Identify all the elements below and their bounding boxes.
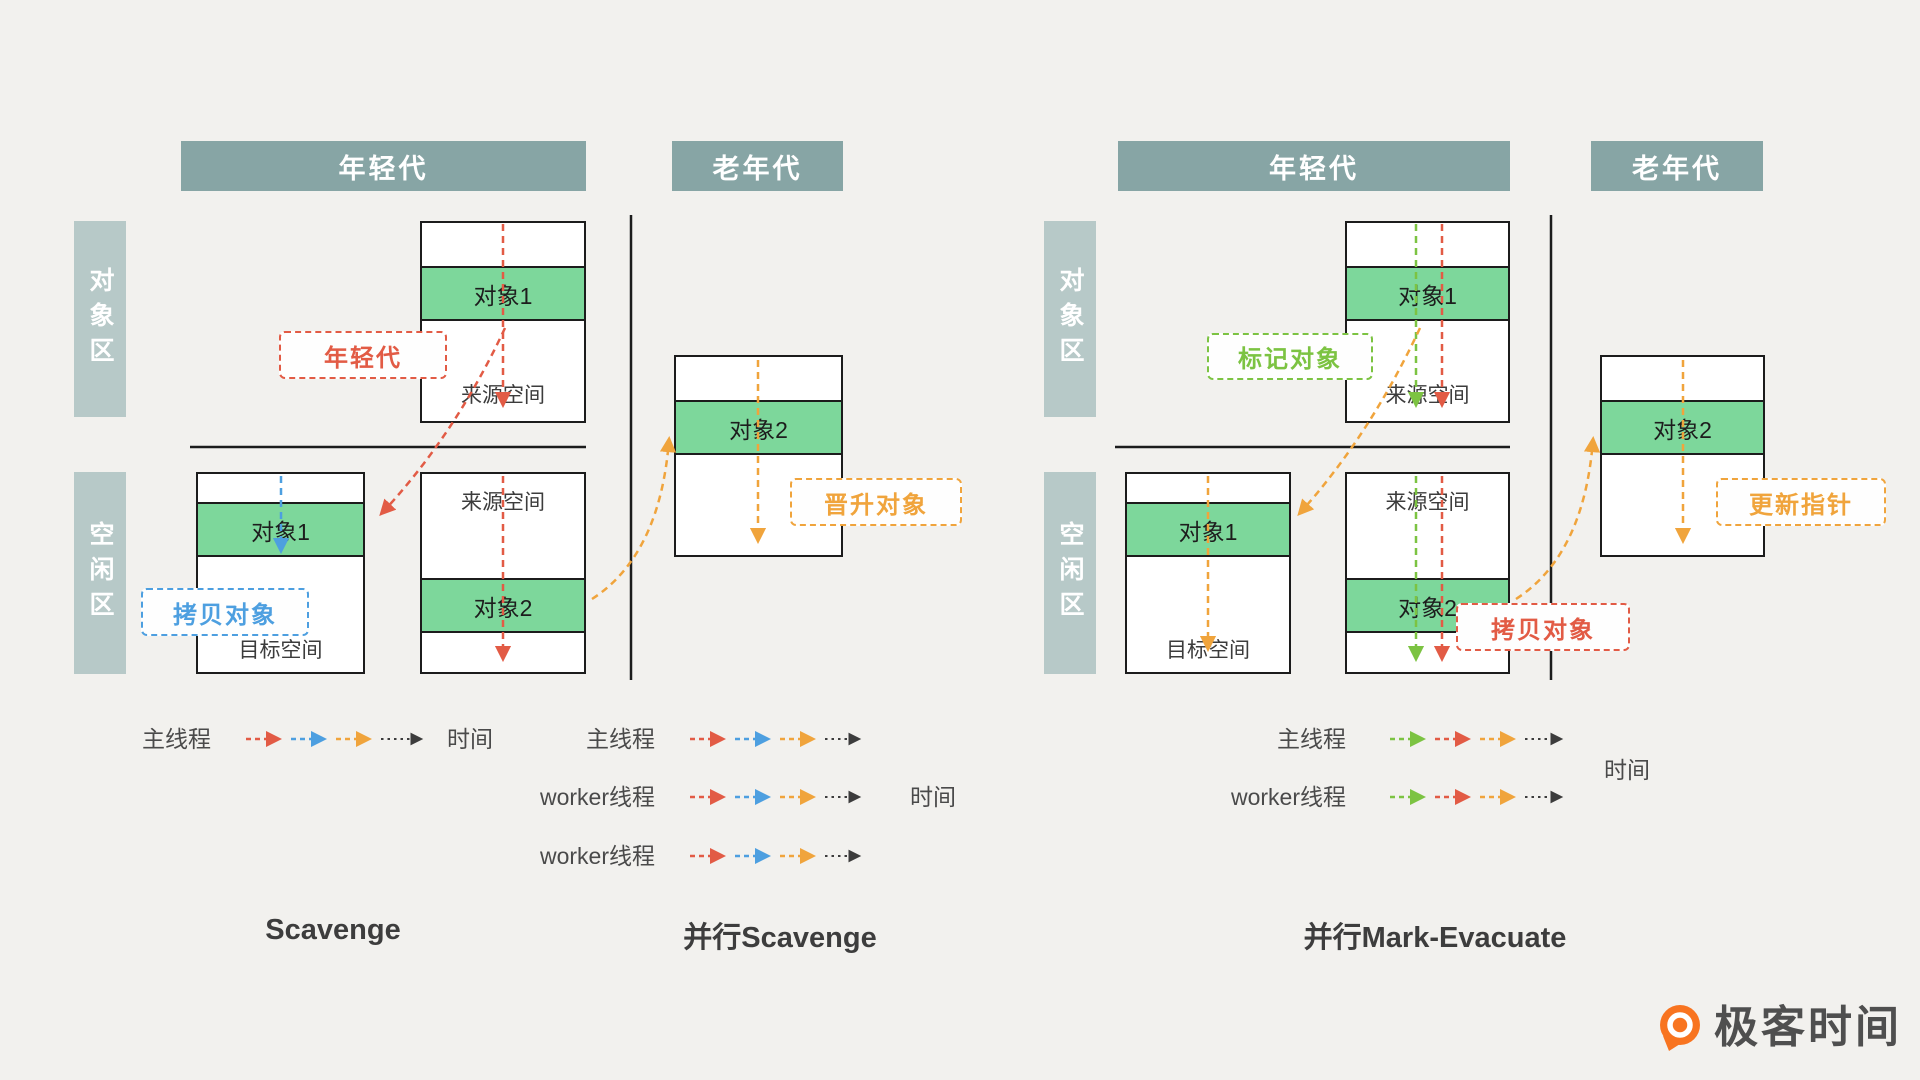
source-space-label: 来源空间 [1385,491,1470,514]
main-thread-label: 主线程 [1277,726,1346,752]
callout-mark-object: 标记对象 [1207,333,1373,380]
source-space-label: 来源空间 [461,384,545,407]
free-area-label-left: 空闲区 [74,472,126,674]
object2-band: 对象2 [1602,400,1763,455]
geektime-logo-icon [1660,1005,1700,1051]
main-thread-label: 主线程 [142,726,211,752]
object1-band: 对象1 [422,266,584,321]
parallel-mark-evacuate-title: 并行Mark-Evacuate [1303,922,1567,954]
right-top-source-box: 对象1 来源空间 [1345,221,1510,423]
object2-band: 对象2 [422,578,584,633]
object1-band: 对象1 [1347,266,1508,321]
object-area-label-right: 对象区 [1044,221,1096,417]
worker-thread-label: worker线程 [539,843,655,869]
old-gen-header-right: 老年代 [1591,141,1763,191]
left-mid-source-box: 来源空间 对象2 [420,472,586,674]
arrow-promote-object2-left [591,435,677,601]
left-old-gen-box: 对象2 [674,355,843,557]
callout-promote-object: 晋升对象 [790,478,962,526]
left-top-source-box: 对象1 来源空间 [420,221,586,423]
young-gen-header-left: 年轻代 [181,141,586,191]
time-label: 时间 [1604,757,1650,783]
right-target-box: 对象1 目标空间 [1125,472,1291,674]
source-space-label: 来源空间 [461,491,545,514]
target-space-label: 目标空间 [1166,639,1250,662]
callout-copy-object: 拷贝对象 [141,588,309,636]
target-space-label: 目标空间 [238,639,323,662]
parallel-scavenge-title: 并行Scavenge [683,922,877,954]
free-area-label-right: 空闲区 [1044,472,1096,674]
right-old-gen-box: 对象2 [1600,355,1765,557]
source-space-label: 来源空间 [1385,384,1470,407]
object-area-label-left: 对象区 [74,221,126,417]
time-label: 时间 [910,784,956,810]
callout-copy-object: 拷贝对象 [1456,603,1630,651]
scavenge-title: Scavenge [265,914,401,946]
young-gen-header-right: 年轻代 [1118,141,1510,191]
geektime-logo-text: 极客时间 [1714,1003,1902,1052]
object2-band: 对象2 [676,400,841,455]
right-mid-source-box: 来源空间 对象2 [1345,472,1510,674]
object1-band: 对象1 [198,502,363,557]
time-label: 时间 [447,726,493,752]
worker-thread-label: worker线程 [539,784,655,810]
arrow-promote-object2-right [1515,435,1601,601]
callout-update-pointer: 更新指针 [1716,478,1886,526]
callout-young-gen: 年轻代 [279,331,447,379]
worker-thread-label: worker线程 [1230,784,1346,810]
left-target-box: 对象1 目标空间 [196,472,365,674]
object1-band: 对象1 [1127,502,1289,557]
main-thread-label: 主线程 [586,726,655,752]
old-gen-header-left: 老年代 [672,141,843,191]
